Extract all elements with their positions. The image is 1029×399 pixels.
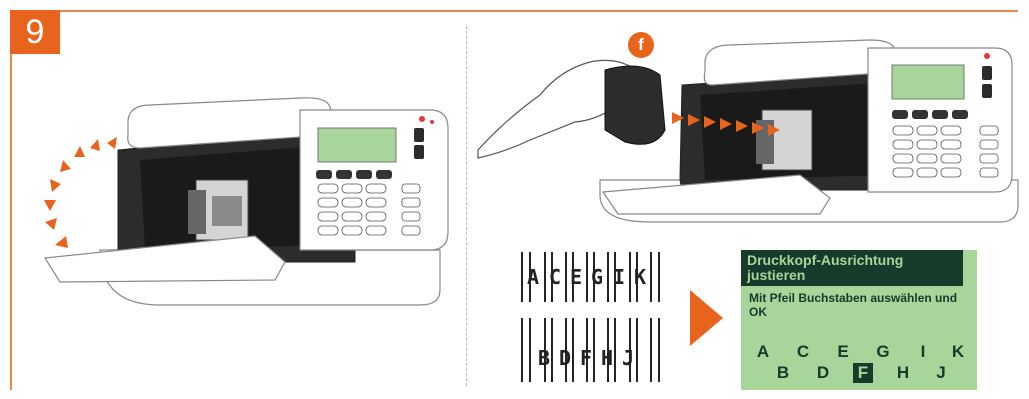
lcd-letter[interactable]: A bbox=[753, 342, 773, 362]
lcd-letter[interactable]: C bbox=[793, 342, 813, 362]
lcd-letter[interactable]: E bbox=[833, 342, 853, 362]
lcd-display: Druckkopf-Ausrichtung justieren Mit Pfei… bbox=[741, 250, 977, 390]
lcd-letter[interactable]: D bbox=[813, 363, 833, 383]
lcd-letter[interactable]: H bbox=[893, 363, 913, 383]
pattern-letter: K bbox=[634, 265, 646, 289]
pattern-letter: D bbox=[559, 346, 571, 370]
pattern-letter: E bbox=[570, 265, 582, 289]
lcd-letter[interactable]: B bbox=[773, 363, 793, 383]
lcd-letter[interactable]: K bbox=[948, 342, 968, 362]
lcd-title: Druckkopf-Ausrichtung justieren bbox=[741, 250, 963, 286]
pattern-letter: H bbox=[601, 346, 613, 370]
pattern-letter: C bbox=[549, 265, 561, 289]
next-arrow-icon bbox=[690, 290, 723, 346]
printer-left-illustration bbox=[44, 98, 448, 305]
pattern-letter: B bbox=[538, 346, 550, 370]
lcd-letter[interactable]: J bbox=[931, 363, 951, 383]
lcd-letter-selected[interactable]: F bbox=[853, 363, 873, 383]
lcd-letter[interactable]: I bbox=[913, 342, 933, 362]
printer-right-illustration bbox=[478, 40, 1018, 222]
lcd-letter[interactable]: G bbox=[873, 342, 893, 362]
pattern-letter: A bbox=[527, 265, 539, 289]
step-marker-f: f bbox=[628, 32, 654, 58]
pattern-letter: I bbox=[613, 265, 625, 289]
pattern-letter: F bbox=[580, 346, 592, 370]
pattern-letter: J bbox=[622, 346, 634, 370]
pattern-letter: G bbox=[591, 265, 603, 289]
lcd-instruction: Mit Pfeil Buchstaben auswählen und OK bbox=[741, 286, 977, 319]
